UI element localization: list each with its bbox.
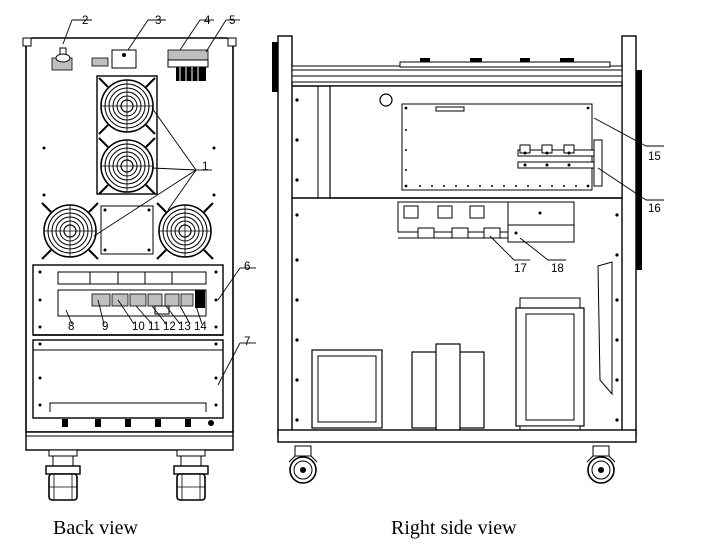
caption-side-view: Right side view <box>391 517 517 539</box>
front-post <box>277 35 293 435</box>
callout-10: 10 <box>132 321 145 333</box>
transformer-middle <box>411 343 485 433</box>
callout-15: 15 <box>648 151 661 163</box>
lower-cover-7 <box>32 339 224 419</box>
back-plinth <box>25 431 234 451</box>
callout-7: 7 <box>244 336 250 348</box>
communication-port-2 <box>51 47 73 71</box>
power-module-17 <box>397 201 509 239</box>
callout-17: 17 <box>514 263 527 275</box>
blank-plate <box>100 205 154 255</box>
card-slot-3 <box>111 49 137 69</box>
callout-6: 6 <box>244 261 250 273</box>
transformer-left <box>311 349 383 429</box>
breakers <box>91 290 205 315</box>
control-board-15 <box>401 103 593 191</box>
side-wheel-rear-icon <box>586 445 616 484</box>
side-bracket <box>597 261 613 396</box>
side-base <box>277 429 637 443</box>
callout-18: 18 <box>551 263 564 275</box>
callout-3: 3 <box>155 15 161 27</box>
callout-9: 9 <box>102 321 108 333</box>
fan-left-icon <box>41 202 99 260</box>
fan-right-icon <box>156 202 214 260</box>
callout-2: 2 <box>82 15 88 27</box>
label-plate <box>91 57 109 67</box>
transformer-right <box>515 297 585 433</box>
leader-lines <box>62 19 664 386</box>
callout-4: 4 <box>204 15 211 27</box>
callout-11: 11 <box>148 321 160 333</box>
back-view <box>22 37 237 501</box>
terminal-block-4-5 <box>167 49 209 81</box>
callout-12: 12 <box>163 321 176 333</box>
top-rail <box>291 65 623 83</box>
caster-right-icon <box>173 449 209 501</box>
rear-post <box>621 35 637 435</box>
fan-middle-icon <box>98 137 156 195</box>
side-wheel-front-icon <box>288 445 318 484</box>
side-view <box>272 35 642 484</box>
callout-8: 8 <box>68 321 74 333</box>
caption-back-view: Back view <box>53 517 139 539</box>
callout-labels: 2 3 4 5 1 6 7 8 9 10 11 12 13 14 15 16 1… <box>68 15 661 348</box>
fan-upper-icon <box>98 77 156 135</box>
module-18 <box>507 201 575 243</box>
callout-14: 14 <box>194 321 207 333</box>
plinth-vents <box>62 419 214 427</box>
callout-1: 1 <box>202 161 208 173</box>
breaker-label-strip <box>57 271 207 285</box>
caster-left-icon <box>45 449 81 501</box>
callout-16: 16 <box>648 203 661 215</box>
callout-13: 13 <box>178 321 191 333</box>
terminal-bar-16 <box>517 139 603 187</box>
callout-5: 5 <box>229 15 235 27</box>
